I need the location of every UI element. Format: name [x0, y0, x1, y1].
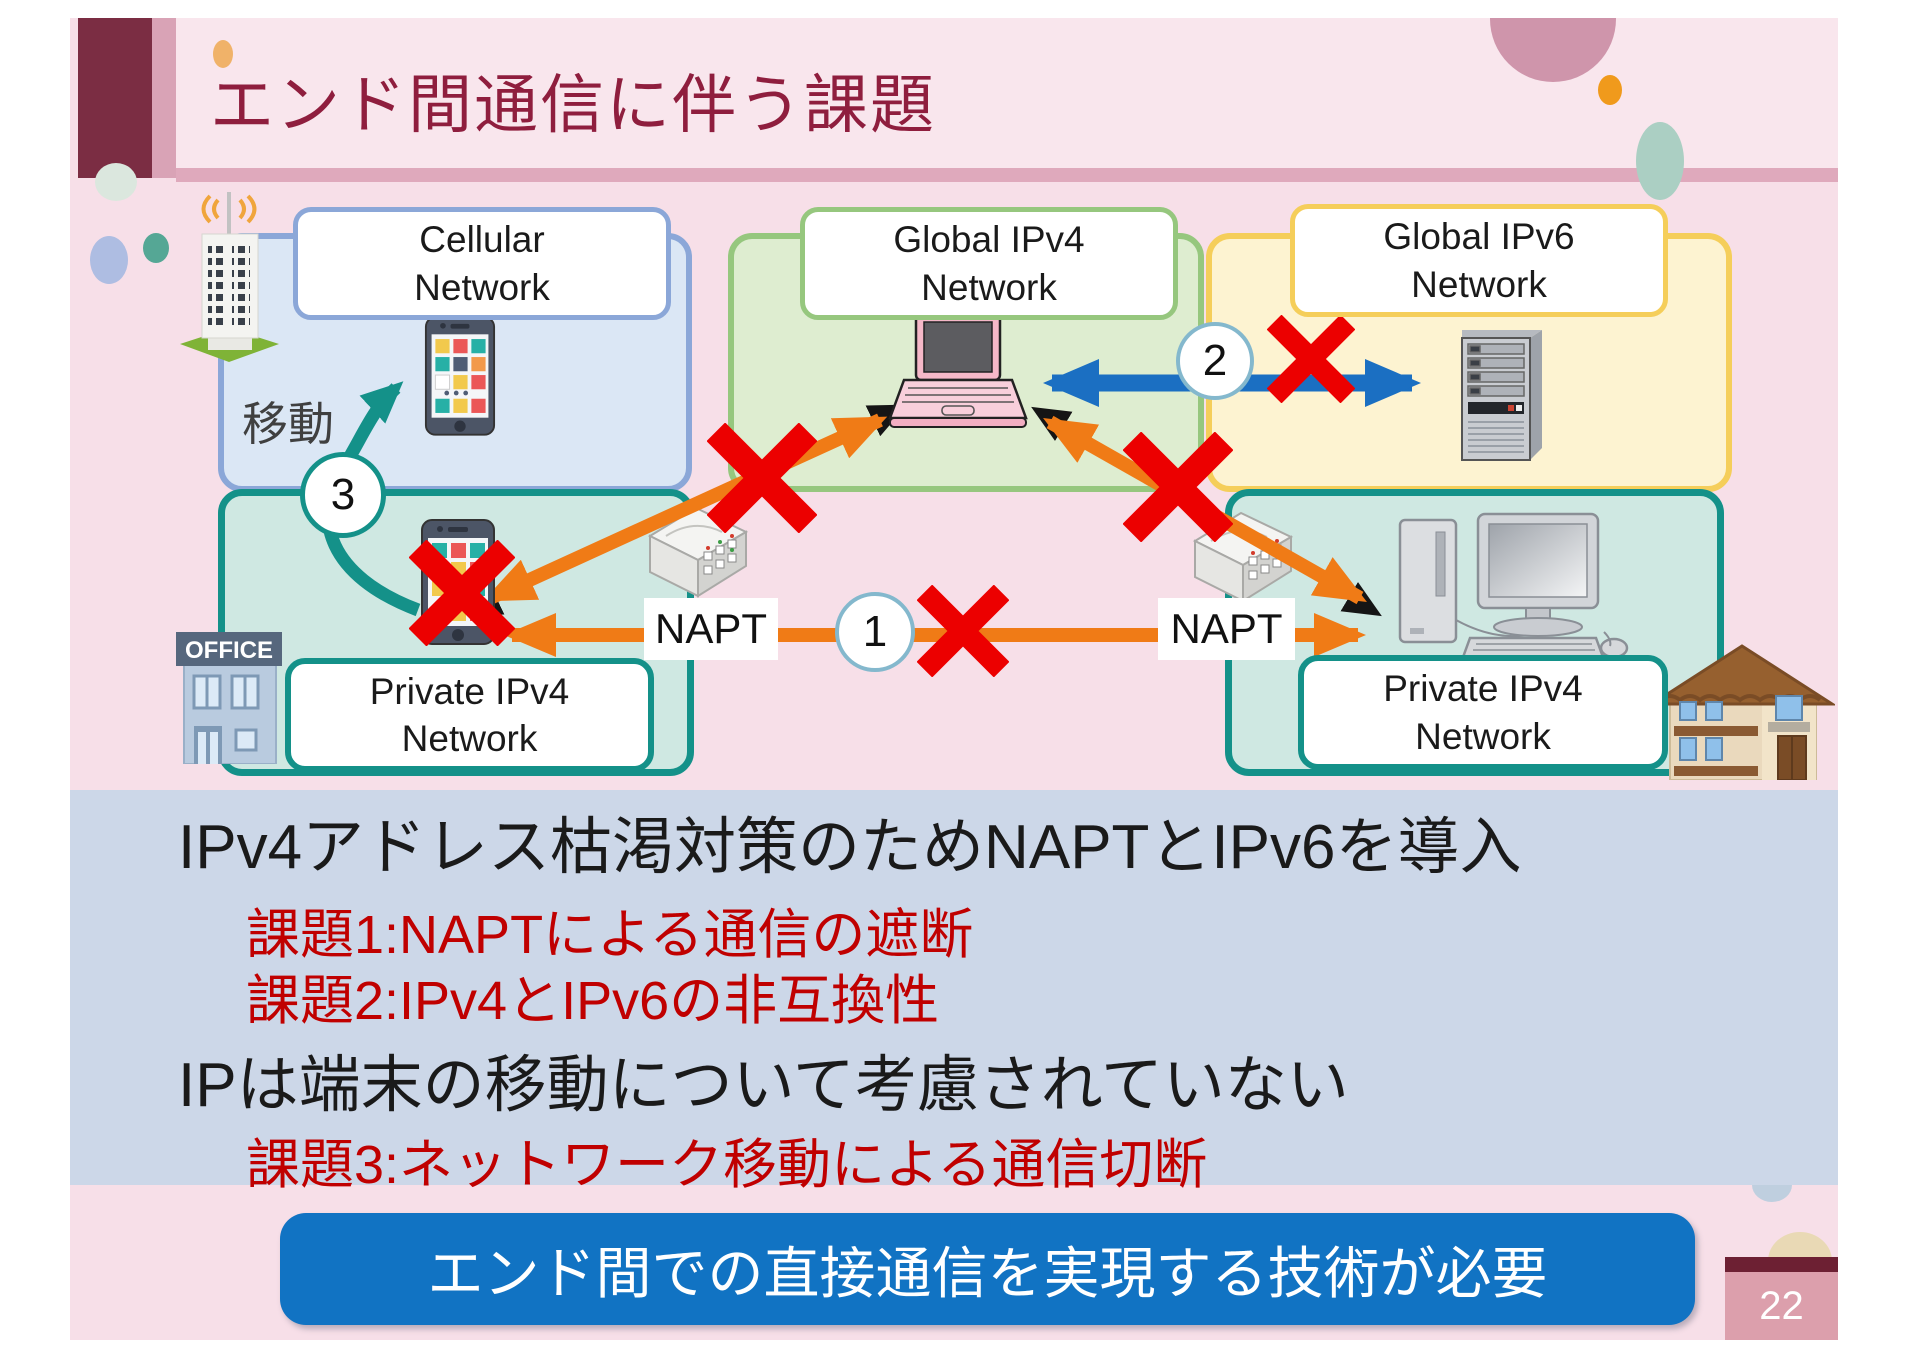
deco-orange-dot — [1598, 75, 1622, 105]
move-label: 移動 — [242, 398, 334, 450]
conclusion-banner-text: エンド間での直接通信を実現する技術が必要 — [427, 1241, 1548, 1305]
desktop-pc-icon — [1398, 512, 1629, 662]
deco-sage-circle — [95, 163, 137, 201]
page-title: エンド間通信に伴う課題 — [210, 69, 936, 141]
network-label-cellular: Cellular Network — [293, 207, 671, 320]
title-pink-bar — [152, 18, 176, 178]
cross-icon-phone — [409, 540, 515, 646]
body-line-1: IPv4アドレス枯渇対策のためNAPTとIPv6を導入 — [178, 813, 1522, 882]
page-number: 22 — [1759, 1283, 1804, 1328]
body-line-3: 課題2:IPv4とIPv6の非互換性 — [246, 971, 940, 1031]
office-building-icon: OFFICE — [176, 632, 282, 764]
laptop-icon — [888, 312, 1028, 428]
marker-circle-2: 2 — [1176, 322, 1254, 400]
network-label-global-ipv4: Global IPv4 Network — [800, 207, 1178, 320]
cross-icon-horizontal — [917, 585, 1009, 677]
slide: エンド間通信に伴う課題 OFFICE — [70, 18, 1838, 1340]
network-label-private-ipv4-left: Private IPv4 Network — [285, 658, 654, 772]
title-maroon-bar — [78, 18, 152, 178]
page-number-bar — [1725, 1257, 1838, 1272]
server-icon — [1461, 330, 1542, 461]
cell-tower-icon — [180, 192, 279, 362]
body-line-5: 課題3:ネットワーク移動による通信切断 — [246, 1135, 1208, 1195]
marker-circle-1: 1 — [835, 592, 915, 672]
cross-icon-diagonal-right — [1123, 432, 1233, 542]
marker-2-number: 2 — [1202, 336, 1228, 385]
svg-text:OFFICE: OFFICE — [185, 637, 273, 664]
marker-3-number: 3 — [330, 470, 356, 519]
cross-icon-diagonal-left — [707, 423, 817, 533]
body-line-2: 課題1:NAPTによる通信の遮断 — [246, 905, 974, 965]
napt-label-left: NAPT — [644, 598, 778, 660]
marker-circle-3: 3 — [300, 452, 386, 538]
network-label-global-ipv6: Global IPv6 Network — [1290, 204, 1668, 317]
body-line-4: IPは端末の移動について考慮されていない — [178, 1051, 1349, 1120]
deco-teal-dot — [143, 233, 169, 263]
smartphone-icon — [424, 316, 496, 436]
deco-small-orange — [213, 40, 233, 68]
house-icon — [1650, 644, 1835, 780]
napt-label-right: NAPT — [1158, 598, 1295, 660]
marker-1-number: 1 — [862, 607, 888, 656]
deco-teal-ellipse — [1636, 122, 1684, 200]
deco-periwinkle-ellipse — [90, 236, 128, 284]
title-divider — [176, 168, 1838, 182]
page-number-box: 22 — [1725, 1272, 1838, 1340]
body-band — [70, 790, 1838, 1185]
conclusion-banner: エンド間での直接通信を実現する技術が必要 — [280, 1213, 1695, 1325]
cross-icon-blue-arrow — [1267, 315, 1355, 403]
network-label-private-ipv4-right: Private IPv4 Network — [1298, 655, 1668, 770]
